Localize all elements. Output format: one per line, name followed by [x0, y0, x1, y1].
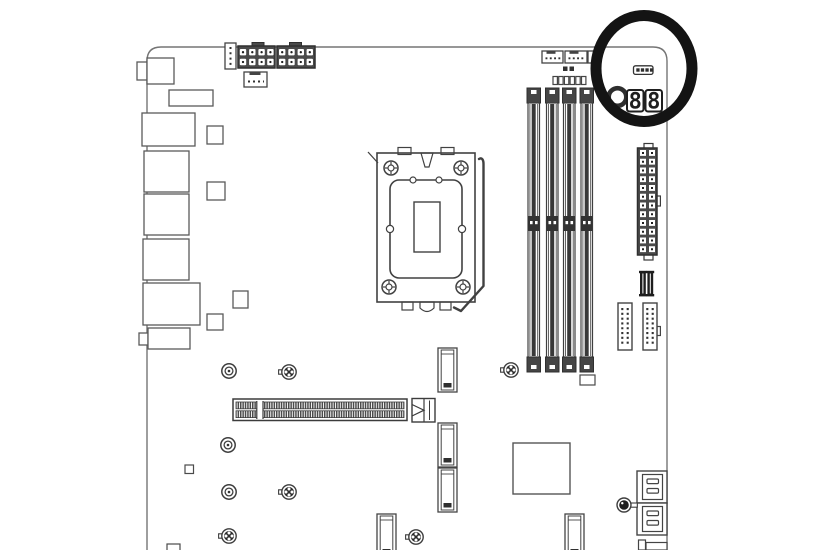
sata-port-block-1 — [636, 470, 668, 504]
side-4pin-header — [224, 42, 237, 70]
socket-load-lever — [452, 157, 485, 313]
debug-led-display: 8 8 — [626, 89, 663, 114]
rear-io-port — [143, 150, 190, 193]
vertical-sata-bars — [639, 270, 655, 297]
dimm-slot-1 — [526, 87, 542, 373]
small-component — [579, 374, 596, 386]
rear-io-port — [146, 57, 175, 85]
pcie-latch — [411, 397, 436, 423]
m2-standoff — [221, 363, 237, 379]
small-pad — [184, 464, 195, 475]
audio-port — [147, 327, 191, 350]
m2-connector — [564, 513, 585, 550]
highlight-circle-annotation — [590, 10, 698, 127]
rear-io-port — [232, 290, 249, 309]
m2-connector — [437, 467, 458, 513]
led-header-row — [552, 75, 587, 86]
front-usb-header-1 — [617, 302, 633, 351]
eps-power-connector-1 — [237, 42, 276, 69]
status-led-header — [632, 65, 654, 76]
cpu-fan-header — [243, 71, 268, 88]
m2-connector — [437, 422, 458, 468]
rear-io-ports — [136, 57, 249, 350]
debug-digit-1: 8 — [629, 89, 642, 114]
m2-connector — [437, 347, 458, 393]
cpu-die-area — [413, 201, 441, 253]
m2-screw-dark — [616, 497, 638, 513]
sata-port-block-2 — [636, 502, 668, 536]
dimm-slot-2 — [544, 87, 560, 373]
rear-io-port — [206, 313, 224, 331]
audio-port-tab — [138, 332, 149, 346]
bottom-right-headers — [637, 539, 668, 550]
debug-digit-2: 8 — [647, 89, 660, 114]
rear-io-port — [142, 282, 201, 326]
chipset — [512, 442, 571, 495]
system-fan-headers — [541, 50, 597, 64]
rear-io-port — [206, 125, 224, 145]
rear-io-port-tab — [136, 61, 148, 81]
eps-power-connector-2 — [276, 42, 316, 69]
cpu-socket — [367, 146, 485, 313]
jumper-pads — [563, 66, 574, 71]
dimm-slot-4 — [579, 87, 595, 373]
rear-io-port — [141, 112, 196, 147]
m2-connector — [376, 513, 397, 550]
pcie-x16-slot — [232, 397, 436, 423]
rear-io-port — [168, 89, 214, 107]
rear-io-port — [142, 238, 190, 281]
m2-standoff — [220, 437, 236, 453]
rear-io-port — [143, 193, 190, 236]
m2-standoff — [221, 484, 237, 500]
dimm-slot-3 — [561, 87, 577, 373]
rear-io-port — [206, 181, 226, 201]
atx-24pin-power-connector — [636, 142, 661, 261]
front-usb-header-2 — [642, 302, 662, 351]
bottom-left-header — [166, 543, 181, 550]
